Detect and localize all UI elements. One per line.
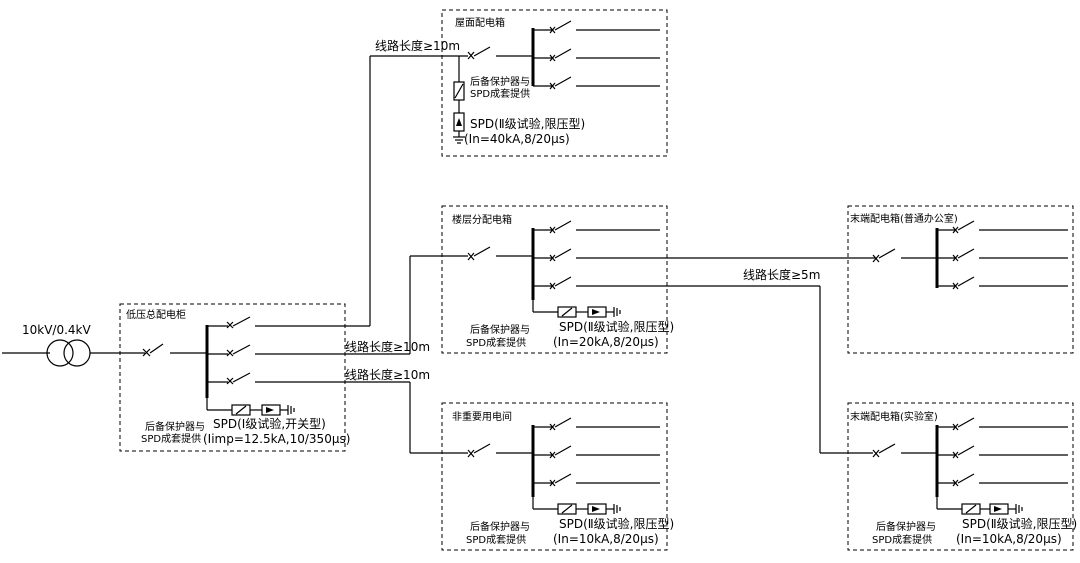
nonimportant-spd-label: SPD(Ⅱ级试验,限压型) bbox=[559, 516, 674, 531]
roof-spd-label: SPD(Ⅱ级试验,限压型) bbox=[470, 116, 585, 131]
roof-box-title: 屋面配电箱 bbox=[455, 16, 505, 29]
main-breaker bbox=[142, 343, 207, 357]
nonimportant-box: 非重要用电间 后备保护器与 SPD成套提供 SPD(Ⅱ级试验,限压型) (In=… bbox=[441, 402, 674, 551]
lab-box-title: 末端配电箱(实验室) bbox=[850, 410, 938, 423]
main-feeder-2 bbox=[207, 344, 410, 357]
floor-backup-line2: SPD成套提供 bbox=[466, 336, 526, 349]
main-panel: 低压总配电柜 bbox=[119, 303, 410, 452]
cable-to-lab-length: 线路长度≥5m bbox=[743, 267, 820, 282]
main-backup-line2: SPD成套提供 bbox=[141, 432, 201, 445]
office-box-title: 末端配电箱(普通办公室) bbox=[850, 212, 958, 225]
floor-box-title: 楼层分配电箱 bbox=[452, 213, 512, 226]
nonimportant-spd-rating: (In=10kA,8/20μs) bbox=[553, 532, 659, 546]
main-feeder-3 bbox=[207, 372, 410, 385]
nonimportant-backup-line2: SPD成套提供 bbox=[466, 533, 526, 546]
cable-to-roof: 线路长度≥10m bbox=[369, 38, 468, 326]
nonimportant-backup-line1: 后备保护器与 bbox=[470, 520, 530, 533]
cable-to-lab: 线路长度≥5m bbox=[743, 267, 873, 454]
cable-to-floor: 线路长度≥10m bbox=[345, 255, 468, 354]
main-backup-line1: 后备保护器与 bbox=[145, 420, 205, 433]
lab-backup-line2: SPD成套提供 bbox=[872, 533, 932, 546]
main-spd-label: SPD(Ⅰ级试验,开关型) bbox=[213, 416, 326, 431]
main-spd-symbol bbox=[231, 404, 295, 416]
main-panel-title: 低压总配电柜 bbox=[126, 308, 186, 321]
lab-backup-line1: 后备保护器与 bbox=[876, 520, 936, 533]
roof-backup-line2: SPD成套提供 bbox=[470, 87, 530, 100]
floor-spd-label: SPD(Ⅱ级试验,限压型) bbox=[559, 319, 674, 334]
transformer-label: 10kV/0.4kV bbox=[22, 323, 92, 337]
lab-spd-rating: (In=10kA,8/20μs) bbox=[956, 532, 1062, 546]
lab-spd-label: SPD(Ⅱ级试验,限压型) bbox=[962, 516, 1077, 531]
roof-backup-line1: 后备保护器与 bbox=[470, 75, 530, 88]
roof-box: 屋面配电箱 后备保护器与 SPD成套提供 SPD(Ⅱ级试验,限压型) (In=4… bbox=[441, 9, 668, 157]
nonimportant-box-title: 非重要用电间 bbox=[452, 410, 512, 423]
cable-to-roof-length: 线路长度≥10m bbox=[375, 38, 460, 53]
main-feeder-1 bbox=[207, 316, 370, 329]
roof-spd-rating: (In=40kA,8/20μs) bbox=[464, 132, 570, 146]
cable-to-floor-length: 线路长度≥10m bbox=[345, 339, 430, 354]
transformer: 10kV/0.4kV bbox=[2, 323, 145, 367]
cable-to-nonimportant-length: 线路长度≥10m bbox=[345, 367, 430, 382]
floor-backup-line1: 后备保护器与 bbox=[470, 323, 530, 336]
cable-to-nonimportant: 线路长度≥10m bbox=[345, 367, 468, 454]
floor-spd-rating: (In=20kA,8/20μs) bbox=[553, 335, 659, 349]
floor-box: 楼层分配电箱 后备保护器与 SPD成套提供 SPD(Ⅱ级试验,限压型) (In=… bbox=[441, 205, 875, 354]
office-box: 末端配电箱(普通办公室) bbox=[847, 205, 1074, 354]
main-spd-rating: (Iimp=12.5kA,10/350μs) bbox=[203, 432, 350, 446]
lab-box: 末端配电箱(实验室) 后备保护器与 SPD成套提供 SPD(Ⅱ级试验,限压型) … bbox=[847, 402, 1077, 551]
